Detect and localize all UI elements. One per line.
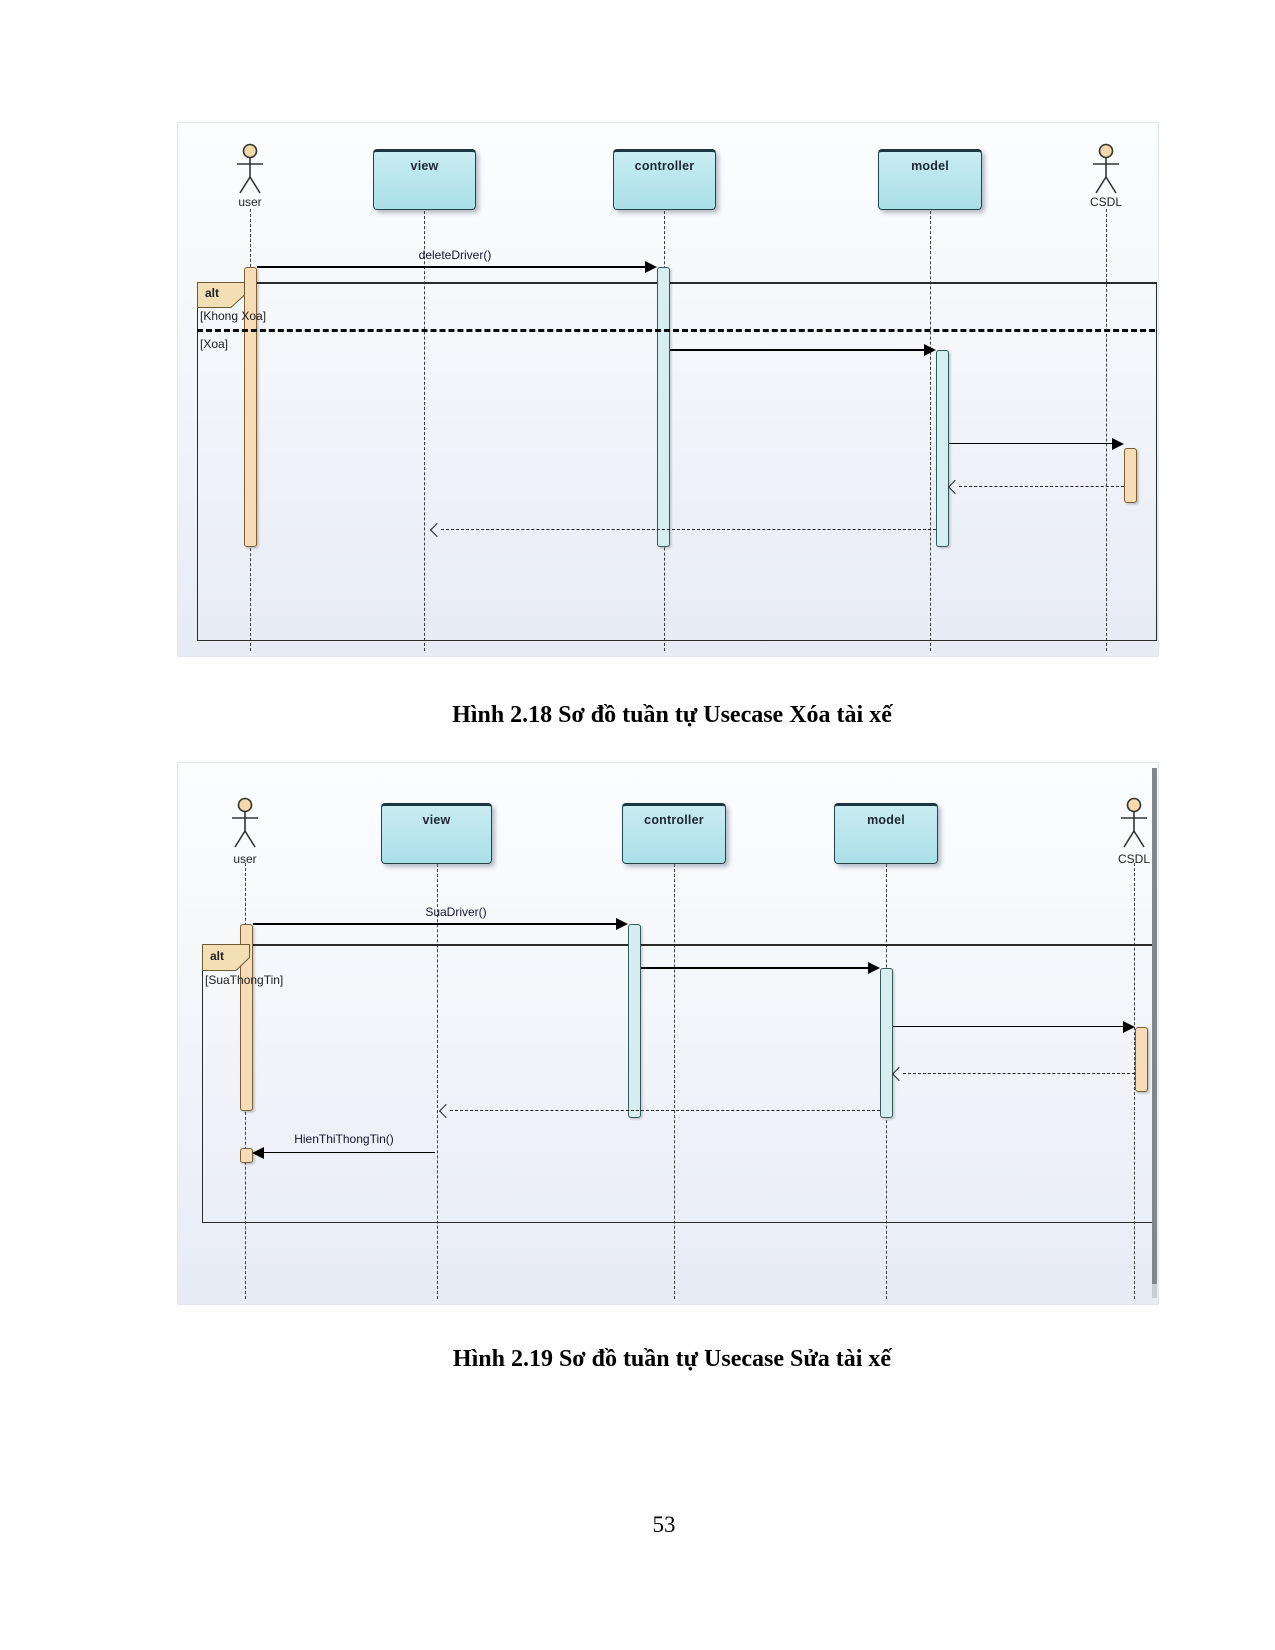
page-edge-bar-tip bbox=[1152, 1284, 1157, 1298]
message-controller-to-model-line bbox=[670, 349, 925, 351]
participant-box-view: view bbox=[381, 803, 492, 864]
message-deletedriver-label: deleteDriver() bbox=[418, 248, 492, 262]
sequence-diagram-edit-driver: alt [SuaThongTin] SuaDriver() HienThiTho… bbox=[177, 762, 1159, 1305]
lifeline-model bbox=[930, 211, 931, 651]
figure-caption-2-18: Hình 2.18 Sơ đồ tuần tự Usecase Xóa tài … bbox=[452, 702, 892, 728]
arrowhead-right bbox=[616, 918, 628, 930]
participant-box-model: model bbox=[834, 803, 938, 864]
return-csdl-to-model-line bbox=[959, 486, 1124, 487]
arrowhead-right bbox=[924, 344, 936, 356]
arrowhead-right bbox=[1123, 1021, 1135, 1033]
guard-suathongtin: [SuaThongTin] bbox=[205, 973, 284, 987]
message-hienthithongtin-line bbox=[262, 1152, 435, 1153]
message-controller-to-model-line bbox=[641, 967, 869, 969]
guard-xoa: [Xoa] bbox=[200, 337, 229, 351]
activation-csdl bbox=[1135, 1027, 1148, 1092]
lifeline-controller bbox=[674, 864, 675, 1299]
activation-model bbox=[936, 350, 949, 547]
arrowhead-left bbox=[252, 1147, 264, 1159]
alt-fragment bbox=[202, 944, 1154, 1223]
arrowhead-right bbox=[645, 261, 657, 273]
user-actor-icon bbox=[237, 143, 263, 194]
activation-model bbox=[880, 968, 893, 1118]
csdl-actor-icon bbox=[1093, 143, 1119, 194]
activation-controller bbox=[628, 924, 641, 1118]
activation-user bbox=[244, 267, 257, 547]
message-hienthithongtin-label: HienThiThongTin() bbox=[294, 1132, 394, 1146]
participant-label-csdl: CSDL bbox=[1117, 852, 1150, 866]
guard-khong-xoa: [Khong Xoa] bbox=[200, 309, 267, 323]
message-model-to-csdl-line bbox=[893, 1026, 1124, 1027]
lifeline-csdl bbox=[1134, 863, 1135, 1299]
participant-label-user: user bbox=[238, 195, 262, 209]
sequence-diagram-delete-driver: alt [Khong Xoa] [Xoa] deleteDriver() use… bbox=[177, 122, 1159, 657]
message-model-to-csdl-line bbox=[949, 443, 1113, 444]
return-model-to-view-line bbox=[441, 529, 936, 530]
activation-user bbox=[240, 924, 253, 1111]
return-model-to-view-line bbox=[450, 1110, 880, 1111]
activation-csdl bbox=[1124, 448, 1137, 503]
participant-box-model: model bbox=[878, 149, 982, 210]
participant-box-controller: controller bbox=[613, 149, 716, 210]
alt-operator-label: alt bbox=[205, 286, 220, 300]
alt-fragment-tab bbox=[202, 944, 250, 971]
arrowhead-right bbox=[1112, 438, 1124, 450]
message-deletedriver-line bbox=[257, 266, 647, 268]
participant-label-user: user bbox=[233, 852, 257, 866]
user-actor-icon bbox=[232, 797, 258, 848]
page-edge-bar bbox=[1152, 768, 1157, 1298]
participant-box-controller: controller bbox=[622, 803, 726, 864]
arrowhead-right bbox=[868, 962, 880, 974]
figure-caption-2-19: Hình 2.19 Sơ đồ tuần tự Usecase Sửa tài … bbox=[452, 1346, 892, 1372]
alt-divider bbox=[197, 329, 1155, 332]
lifeline-view bbox=[437, 864, 438, 1299]
lifeline-view bbox=[424, 211, 425, 651]
participant-label-csdl: CSDL bbox=[1089, 195, 1122, 209]
alt-fragment bbox=[197, 282, 1157, 641]
message-suadriver-label: SuaDriver() bbox=[425, 905, 487, 919]
lifeline-csdl bbox=[1106, 209, 1107, 651]
activation-controller bbox=[657, 267, 670, 547]
alt-fragment-tab bbox=[197, 282, 245, 308]
return-csdl-to-model-line bbox=[903, 1073, 1135, 1074]
page-number: 53 bbox=[652, 1512, 676, 1537]
csdl-actor-icon bbox=[1121, 797, 1147, 848]
participant-box-view: view bbox=[373, 149, 476, 210]
alt-operator-label: alt bbox=[210, 949, 225, 963]
message-suadriver-line bbox=[253, 923, 618, 925]
